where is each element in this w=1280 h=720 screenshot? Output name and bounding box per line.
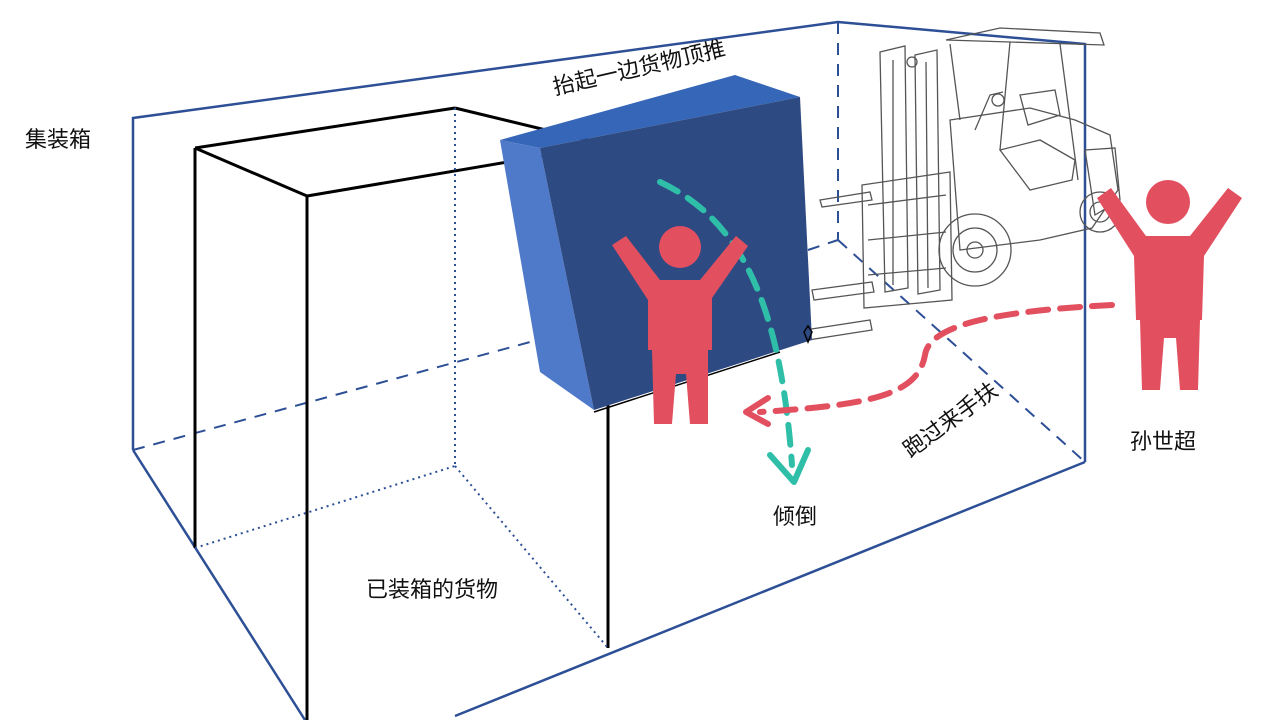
person-arms-up-icon-right xyxy=(1097,180,1242,390)
tipping-arrow xyxy=(657,179,811,485)
container-box xyxy=(131,20,1087,720)
container-label: 集装箱 xyxy=(25,128,92,153)
forklift-icon xyxy=(804,27,1121,341)
person-name-label: 孙世超 xyxy=(1130,430,1197,455)
tipping-label: 倾倒 xyxy=(773,505,818,530)
person-arms-up-icon xyxy=(612,226,748,424)
run-path-arrow xyxy=(743,302,1115,427)
loaded-cargo-label: 已装箱的货物 xyxy=(366,578,499,603)
loaded-cargo-hidden-edges xyxy=(194,108,609,649)
cargo-top-face xyxy=(500,75,800,148)
cargo-side-face xyxy=(500,140,594,410)
